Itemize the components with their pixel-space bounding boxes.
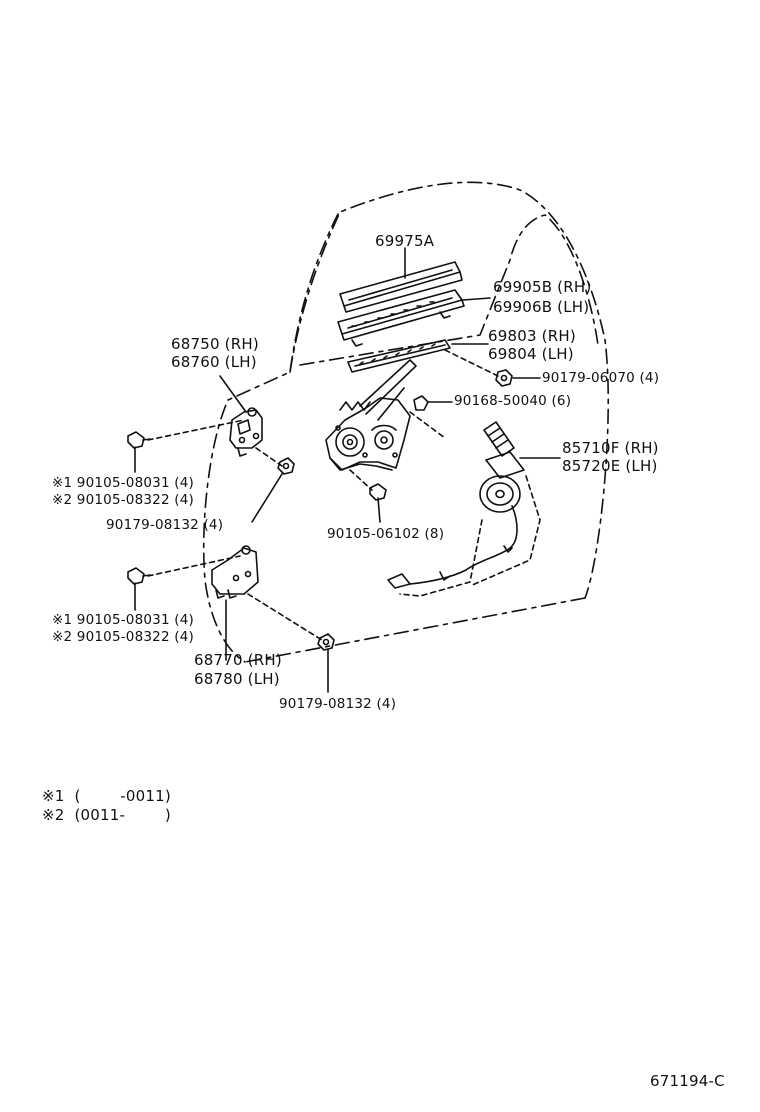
lower-nut-icon — [317, 633, 335, 693]
label-68780: 68780 (LH) — [194, 670, 280, 688]
leader-lower-bolt — [147, 555, 241, 577]
motor-leader — [469, 475, 541, 587]
leader-lower-nut — [247, 593, 323, 641]
label-90179-06070: 90179-06070 (4) — [542, 370, 660, 386]
figure-id: 671194-C — [650, 1072, 725, 1090]
lower-hinge — [211, 545, 259, 661]
leader-90179-06070 — [444, 349, 499, 377]
note-2: ※2 (0011- ) — [42, 806, 171, 824]
label-69906B: 69906B (LH) — [493, 298, 590, 316]
upper-nut-icon — [251, 457, 295, 523]
leader-90168-50040 — [409, 411, 446, 439]
bolt-90105-06102-icon — [369, 483, 387, 523]
label-85720E: 85720E (LH) — [562, 457, 658, 475]
label-lower-bolt-1: ※1 90105-08031 (4) — [52, 612, 194, 628]
regulator-motor — [387, 421, 561, 589]
label-upper-bolt-2: ※2 90105-08322 (4) — [52, 492, 194, 508]
door-outline — [202, 181, 610, 663]
label-68750: 68750 (RH) — [171, 335, 259, 353]
upper-hinge — [219, 375, 263, 457]
channel-69905B — [337, 289, 491, 347]
nut-90179-06070-icon — [495, 369, 541, 387]
channel-69803 — [347, 339, 489, 373]
label-69975A: 69975A — [375, 232, 435, 250]
label-upper-bolt-1: ※1 90105-08031 (4) — [52, 475, 194, 491]
label-68770: 68770 (RH) — [194, 651, 282, 669]
label-85710F: 85710F (RH) — [562, 439, 659, 457]
label-lower-nut: 90179-08132 (4) — [279, 696, 397, 712]
label-90168-50040: 90168-50040 (6) — [454, 393, 572, 409]
label-90105-06102: 90105-06102 (8) — [327, 526, 445, 542]
lower-bolt-icon — [127, 567, 151, 611]
window-regulator — [325, 359, 417, 471]
leader-upper-bolt — [147, 419, 245, 441]
screw-90168-50040-icon — [413, 395, 453, 411]
label-68760: 68760 (LH) — [171, 353, 257, 371]
glass-run-69975A — [339, 247, 463, 313]
label-lower-bolt-2: ※2 90105-08322 (4) — [52, 629, 194, 645]
label-69803: 69803 (RH) — [488, 327, 576, 345]
leader-90105-06102 — [349, 469, 373, 491]
upper-bolt-icon — [127, 431, 151, 473]
label-upper-nut: 90179-08132 (4) — [106, 517, 224, 533]
label-69804: 69804 (LH) — [488, 345, 574, 363]
harness-leader — [399, 519, 483, 597]
label-69905B: 69905B (RH) — [493, 278, 592, 296]
note-1: ※1 ( -0011) — [42, 787, 171, 805]
leader-upper-nut — [255, 447, 283, 467]
